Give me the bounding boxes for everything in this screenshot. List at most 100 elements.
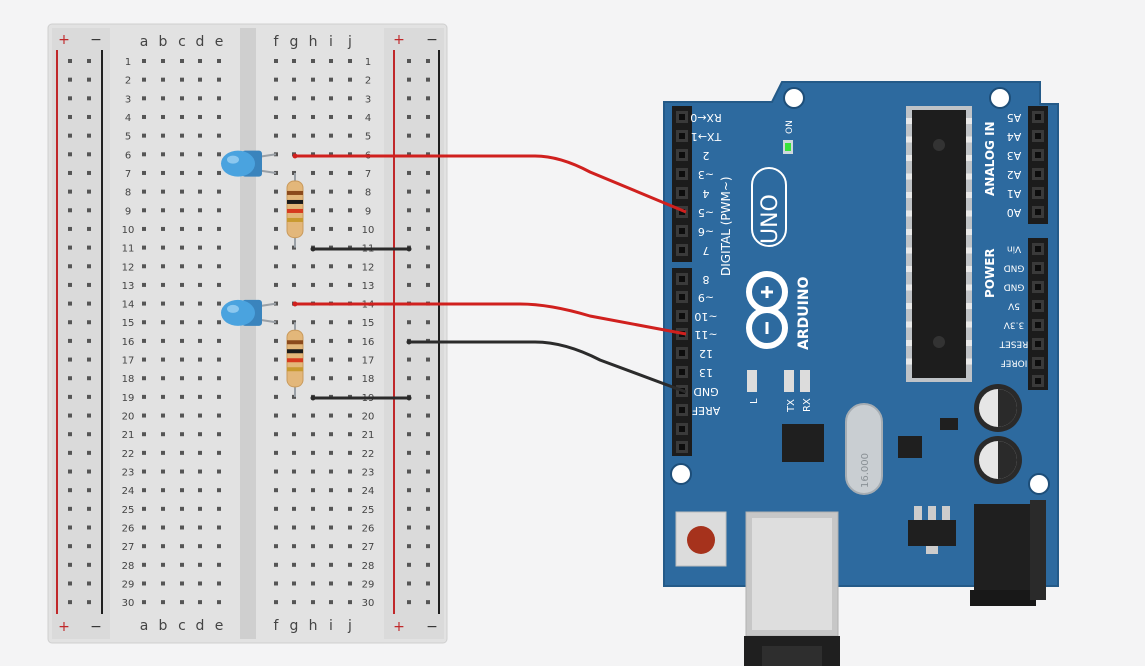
rail-hole[interactable] — [87, 320, 91, 325]
breadboard-hole[interactable] — [180, 133, 184, 138]
breadboard-hole[interactable] — [198, 208, 202, 213]
breadboard-hole[interactable] — [180, 77, 184, 82]
breadboard-hole[interactable] — [292, 525, 296, 530]
rail-hole[interactable] — [87, 114, 91, 119]
breadboard-hole[interactable] — [311, 488, 315, 493]
breadboard-hole[interactable] — [180, 96, 184, 101]
breadboard-hole[interactable] — [329, 189, 333, 194]
rail-hole[interactable] — [407, 432, 411, 437]
rail-hole[interactable] — [87, 282, 91, 287]
rail-hole[interactable] — [87, 152, 91, 157]
rail-hole[interactable] — [426, 357, 430, 362]
breadboard-hole[interactable] — [217, 77, 221, 82]
rail-hole[interactable] — [87, 264, 91, 269]
breadboard-hole[interactable] — [348, 77, 352, 82]
breadboard-hole[interactable] — [217, 376, 221, 381]
breadboard-hole[interactable] — [274, 77, 278, 82]
rail-hole[interactable] — [407, 152, 411, 157]
rail-hole[interactable] — [407, 488, 411, 493]
breadboard-hole[interactable] — [161, 413, 165, 418]
breadboard-hole[interactable] — [311, 506, 315, 511]
breadboard-hole[interactable] — [292, 600, 296, 605]
breadboard-hole[interactable] — [142, 189, 146, 194]
rail-hole[interactable] — [426, 133, 430, 138]
rail-hole[interactable] — [68, 376, 72, 381]
rail-hole[interactable] — [426, 282, 430, 287]
breadboard-hole[interactable] — [198, 282, 202, 287]
breadboard-hole[interactable] — [329, 226, 333, 231]
breadboard-hole[interactable] — [348, 59, 352, 63]
breadboard-hole[interactable] — [274, 581, 278, 586]
power-header[interactable] — [1028, 238, 1048, 390]
breadboard-hole[interactable] — [329, 544, 333, 549]
breadboard-hole[interactable] — [329, 282, 333, 287]
rail-hole[interactable] — [87, 245, 91, 250]
rail-hole[interactable] — [426, 432, 430, 437]
breadboard-hole[interactable] — [329, 525, 333, 530]
rail-hole[interactable] — [426, 600, 430, 605]
rail-hole[interactable] — [87, 357, 91, 362]
led[interactable] — [221, 299, 277, 326]
rail-hole[interactable] — [68, 562, 72, 567]
breadboard-hole[interactable] — [180, 282, 184, 287]
rail-hole[interactable] — [407, 189, 411, 194]
rail-hole[interactable] — [87, 488, 91, 493]
breadboard-hole[interactable] — [161, 226, 165, 231]
breadboard-hole[interactable] — [311, 320, 315, 325]
breadboard-hole[interactable] — [348, 469, 352, 474]
breadboard-hole[interactable] — [274, 245, 278, 250]
breadboard-hole[interactable] — [329, 320, 333, 325]
breadboard-hole[interactable] — [274, 488, 278, 493]
breadboard-hole[interactable] — [292, 432, 296, 437]
breadboard-hole[interactable] — [311, 413, 315, 418]
rail-hole[interactable] — [426, 581, 430, 586]
breadboard-hole[interactable] — [161, 264, 165, 269]
breadboard-hole[interactable] — [161, 320, 165, 325]
breadboard-hole[interactable] — [329, 96, 333, 101]
breadboard-hole[interactable] — [329, 562, 333, 567]
rail-hole[interactable] — [68, 170, 72, 175]
breadboard-hole[interactable] — [142, 152, 146, 157]
breadboard-hole[interactable] — [274, 282, 278, 287]
rail-hole[interactable] — [68, 245, 72, 250]
rail-hole[interactable] — [68, 282, 72, 287]
breadboard-hole[interactable] — [217, 152, 221, 157]
breadboard-hole[interactable] — [348, 581, 352, 586]
breadboard-hole[interactable] — [198, 562, 202, 567]
breadboard-hole[interactable] — [311, 114, 315, 119]
breadboard-hole[interactable] — [329, 488, 333, 493]
breadboard-hole[interactable] — [274, 59, 278, 63]
breadboard-hole[interactable] — [142, 320, 146, 325]
breadboard-hole[interactable] — [292, 562, 296, 567]
breadboard-hole[interactable] — [180, 506, 184, 511]
rail-hole[interactable] — [68, 133, 72, 138]
breadboard-hole[interactable] — [274, 96, 278, 101]
breadboard-hole[interactable] — [217, 208, 221, 213]
breadboard-hole[interactable] — [217, 506, 221, 511]
breadboard-hole[interactable] — [180, 488, 184, 493]
rail-hole[interactable] — [426, 394, 430, 399]
reset-button-cap[interactable] — [687, 526, 715, 554]
breadboard-hole[interactable] — [198, 394, 202, 399]
breadboard-hole[interactable] — [198, 581, 202, 586]
rail-hole[interactable] — [407, 357, 411, 362]
breadboard-hole[interactable] — [198, 245, 202, 250]
breadboard-hole[interactable] — [274, 338, 278, 343]
breadboard-hole[interactable] — [180, 59, 184, 63]
breadboard-hole[interactable] — [292, 413, 296, 418]
breadboard-hole[interactable] — [217, 264, 221, 269]
breadboard-hole[interactable] — [217, 189, 221, 194]
breadboard-hole[interactable] — [198, 544, 202, 549]
breadboard-hole[interactable] — [217, 432, 221, 437]
rail-hole[interactable] — [407, 581, 411, 586]
breadboard-hole[interactable] — [161, 506, 165, 511]
breadboard-hole[interactable] — [161, 152, 165, 157]
rail-hole[interactable] — [87, 208, 91, 213]
breadboard-hole[interactable] — [198, 114, 202, 119]
breadboard-hole[interactable] — [142, 394, 146, 399]
breadboard-hole[interactable] — [180, 581, 184, 586]
breadboard-hole[interactable] — [217, 544, 221, 549]
breadboard-hole[interactable] — [161, 432, 165, 437]
breadboard-hole[interactable] — [217, 357, 221, 362]
breadboard-hole[interactable] — [274, 357, 278, 362]
